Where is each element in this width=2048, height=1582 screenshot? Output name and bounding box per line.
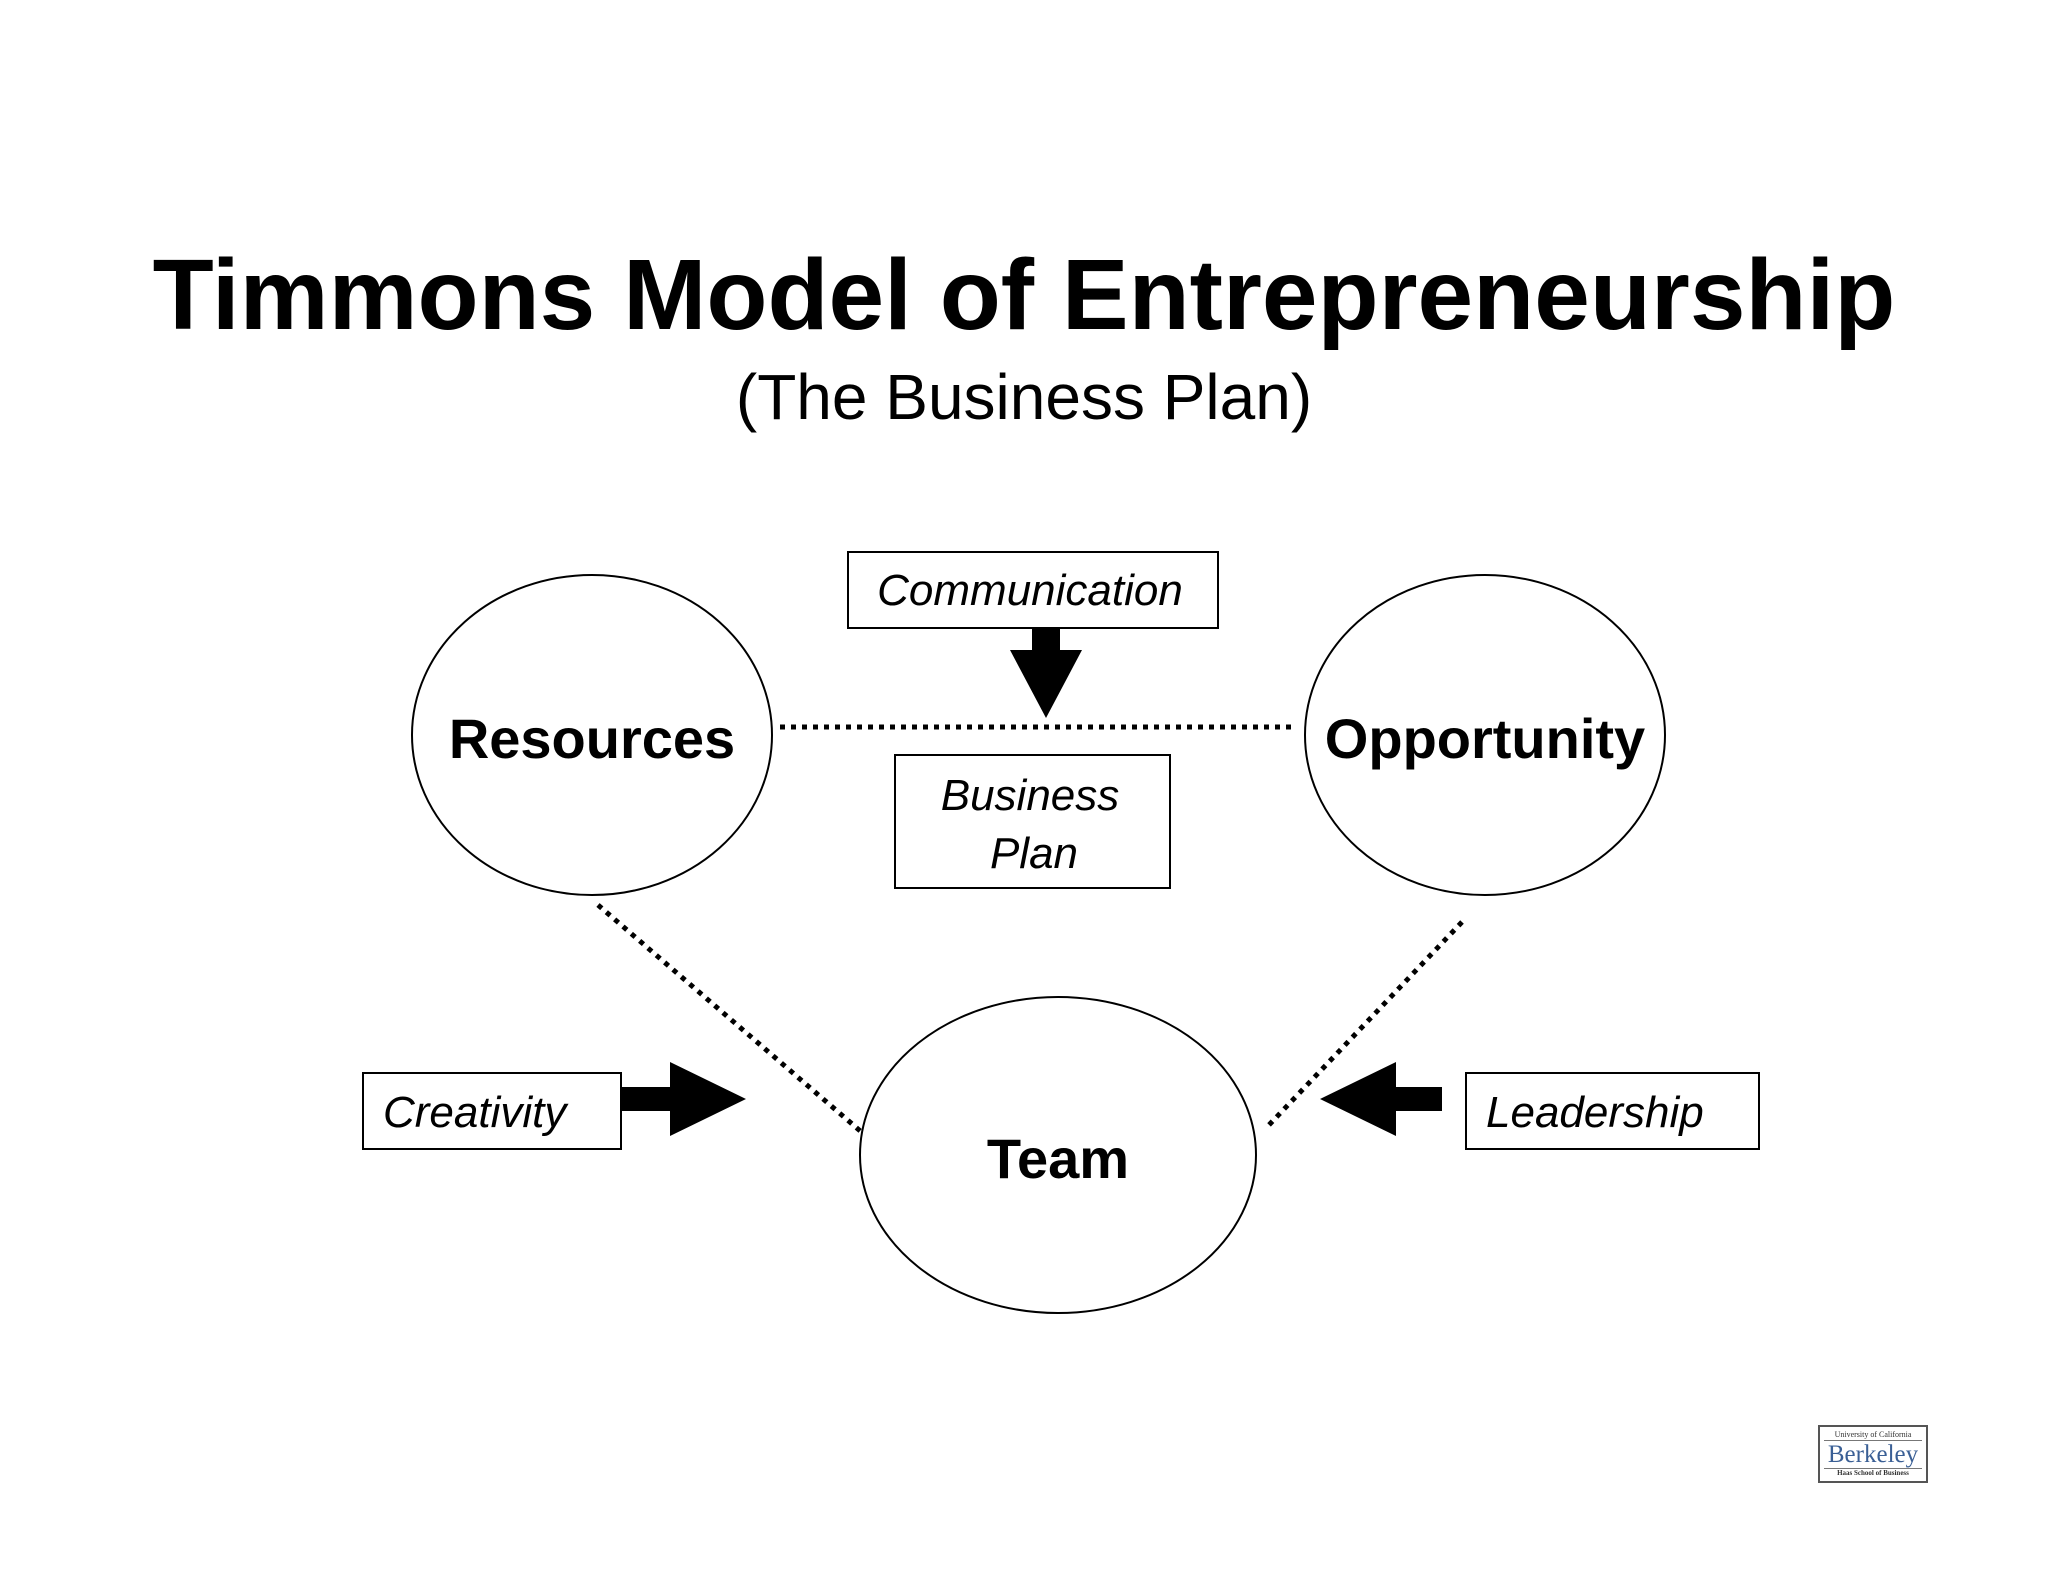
arrow-right-icon <box>621 1062 746 1136</box>
box-creativity: Creativity <box>362 1072 622 1150</box>
node-resources: Resources <box>411 574 773 896</box>
connector-resources-team <box>596 903 882 1150</box>
arrow-down-icon <box>1010 628 1082 718</box>
box-communication-label: Communication <box>877 566 1183 615</box>
logo-name-text: Berkeley <box>1827 1441 1919 1468</box>
box-communication: Communication <box>847 551 1219 629</box>
node-team-label: Team <box>987 1127 1129 1190</box>
arrow-left-icon <box>1320 1062 1442 1136</box>
connector-opportunity-team <box>1266 920 1464 1128</box>
node-opportunity-label: Opportunity <box>1325 707 1645 770</box>
box-leadership: Leadership <box>1465 1072 1760 1150</box>
slide-title: Timmons Model of Entrepreneurship <box>152 239 1896 351</box>
logo-bottom-text: Haas School of Business <box>1824 1468 1922 1478</box>
box-business-plan: Business Plan <box>894 754 1171 889</box>
box-business-plan-line1: Business <box>941 771 1120 820</box>
logo-top-text: University of California <box>1824 1429 1922 1441</box>
node-opportunity: Opportunity <box>1304 574 1666 896</box>
box-business-plan-line2: Plan <box>990 829 1078 878</box>
box-leadership-label: Leadership <box>1486 1088 1704 1137</box>
slide-subtitle: (The Business Plan) <box>735 361 1313 433</box>
berkeley-haas-logo: University of California Berkeley Haas S… <box>1818 1425 1928 1483</box>
node-team: Team <box>859 996 1257 1314</box>
node-resources-label: Resources <box>449 707 735 770</box>
box-creativity-label: Creativity <box>383 1088 569 1137</box>
